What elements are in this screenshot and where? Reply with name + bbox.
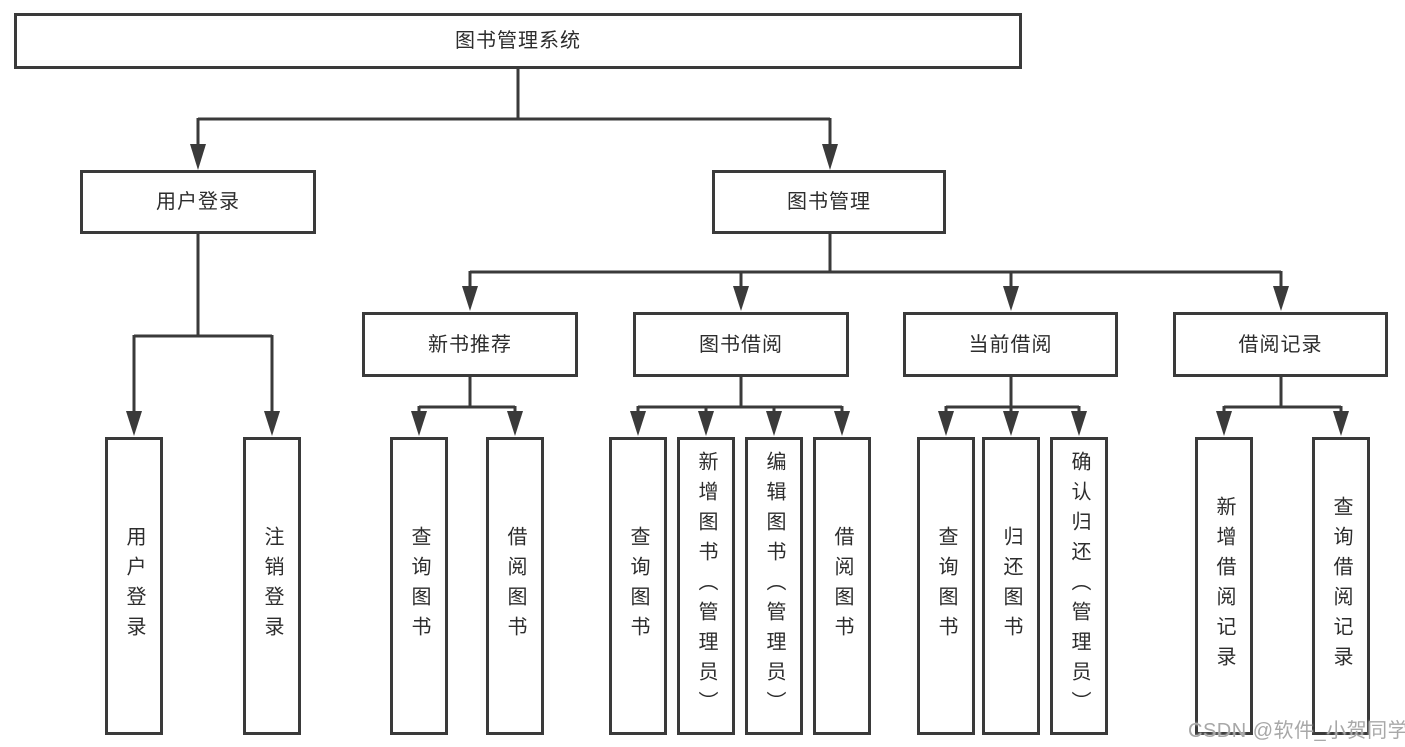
arrow-down-icon <box>190 144 206 170</box>
leaf-add-books-admin: 新增图书（管理员） <box>677 437 735 735</box>
arrow-down-icon <box>411 411 427 436</box>
leaf-borrow-books: 借阅图书 <box>813 437 871 735</box>
node-book-management: 图书管理 <box>712 170 946 234</box>
leaf-return-books: 归还图书 <box>982 437 1040 735</box>
node-new-book-recommendation: 新书推荐 <box>362 312 578 377</box>
leaf-query-borrow-record: 查询借阅记录 <box>1312 437 1370 735</box>
arrow-down-icon <box>1333 411 1349 436</box>
arrow-down-icon <box>1003 411 1019 436</box>
node-current-borrowing: 当前借阅 <box>903 312 1118 377</box>
arrow-down-icon <box>766 411 782 436</box>
arrow-down-icon <box>938 411 954 436</box>
arrow-down-icon <box>126 411 142 436</box>
arrow-down-icon <box>507 411 523 436</box>
node-borrowing-records: 借阅记录 <box>1173 312 1388 377</box>
leaf-query-books-borrowing: 查询图书 <box>609 437 667 735</box>
arrow-down-icon <box>1273 286 1289 311</box>
node-root: 图书管理系统 <box>14 13 1022 69</box>
arrow-down-icon <box>822 144 838 170</box>
arrow-down-icon <box>834 411 850 436</box>
arrow-down-icon <box>1003 286 1019 311</box>
leaf-query-books-recommend: 查询图书 <box>390 437 448 735</box>
arrow-down-icon <box>1071 411 1087 436</box>
leaf-user-login: 用户登录 <box>105 437 163 735</box>
watermark: CSDN @软件_小贺同学 <box>1188 720 1405 742</box>
arrow-down-icon <box>264 411 280 436</box>
arrow-down-icon <box>630 411 646 436</box>
leaf-borrow-books-recommend: 借阅图书 <box>486 437 544 735</box>
node-book-borrowing: 图书借阅 <box>633 312 849 377</box>
leaf-logout: 注销登录 <box>243 437 301 735</box>
leaf-confirm-return-admin: 确认归还（管理员） <box>1050 437 1108 735</box>
leaf-add-borrow-record: 新增借阅记录 <box>1195 437 1253 735</box>
leaf-query-books-current: 查询图书 <box>917 437 975 735</box>
arrow-down-icon <box>733 286 749 311</box>
node-user-login-group: 用户登录 <box>80 170 316 234</box>
arrow-down-icon <box>462 286 478 311</box>
arrow-down-icon <box>1216 411 1232 436</box>
arrow-down-icon <box>698 411 714 436</box>
leaf-edit-books-admin: 编辑图书（管理员） <box>745 437 803 735</box>
